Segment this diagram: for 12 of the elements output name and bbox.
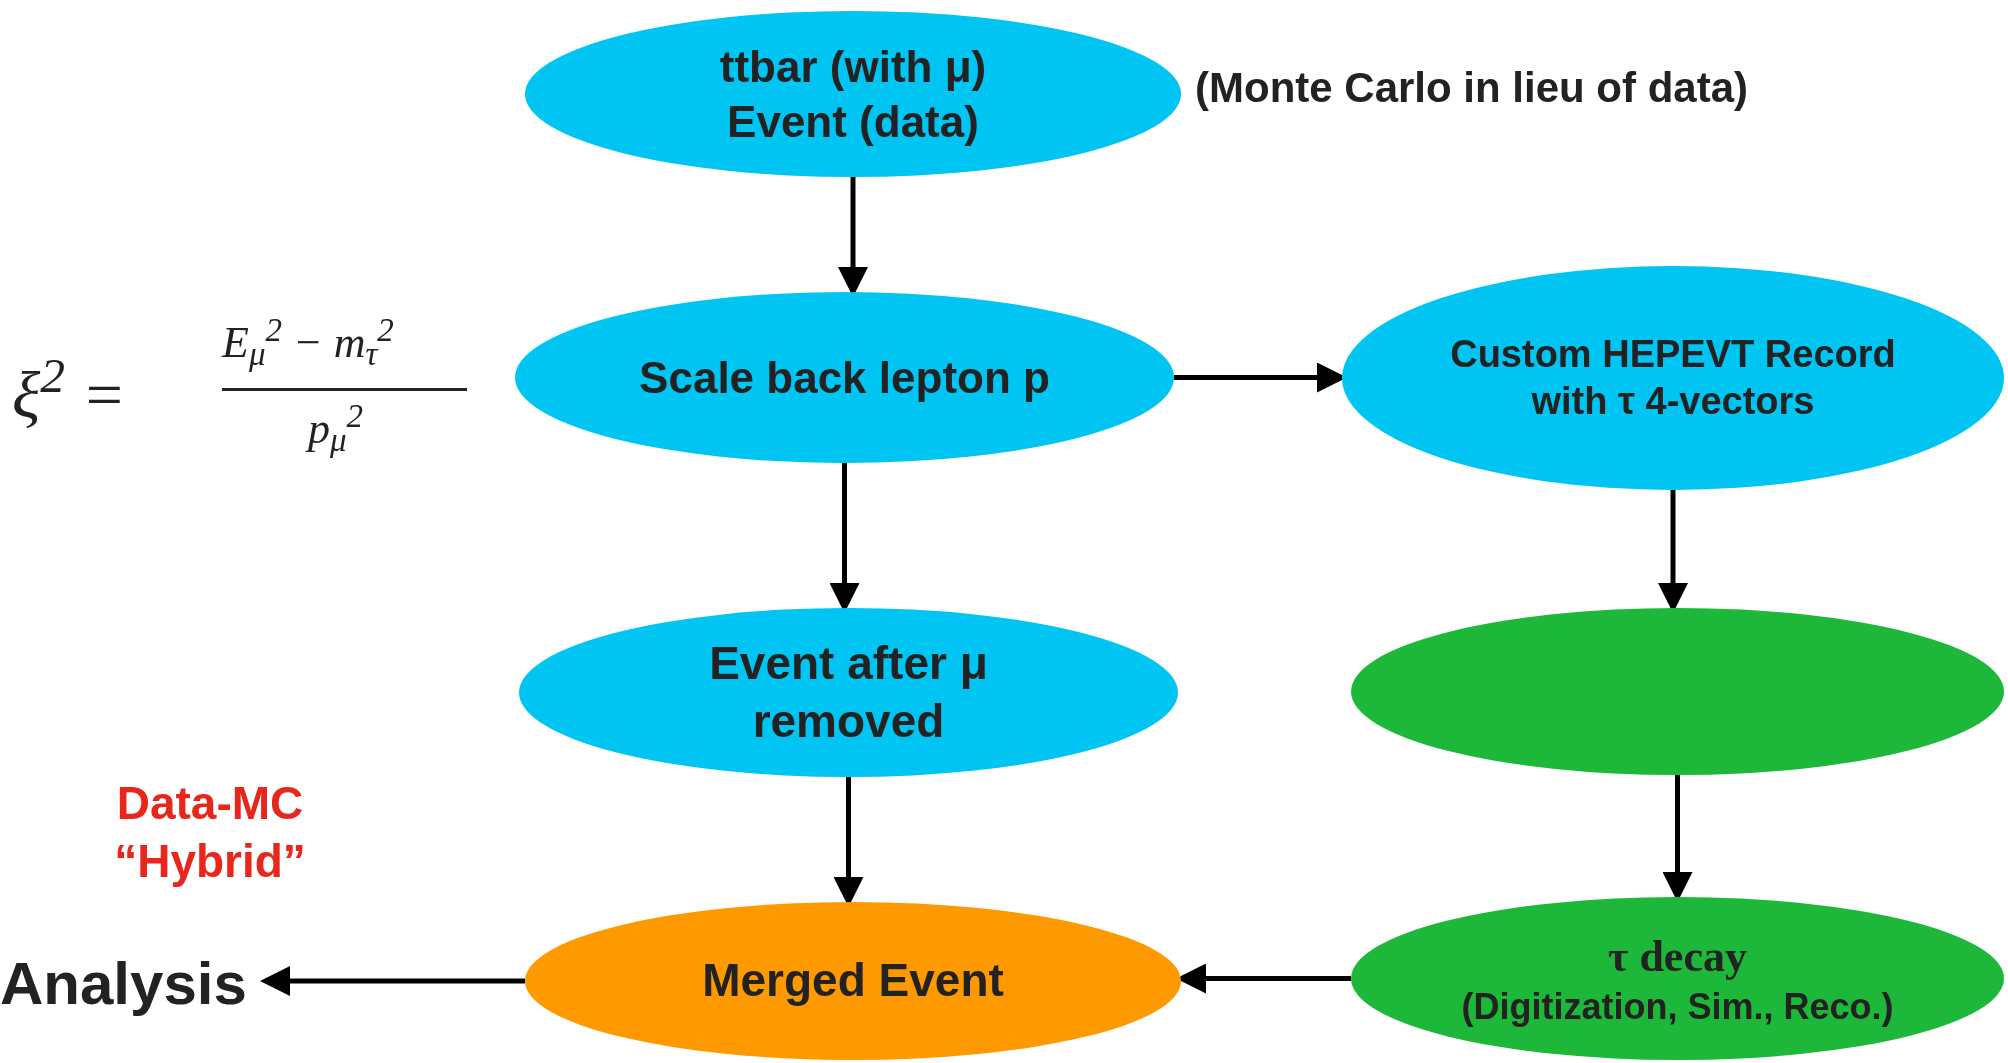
formula-lhs: ξ$^{2}$ = — [12, 347, 128, 433]
node-label: Custom HEPEVT Record with τ 4-vectors — [1449, 331, 1897, 424]
analysis-label: Analysis — [0, 948, 247, 1019]
node-label: Scale back lepton p — [639, 352, 1050, 404]
node-label: ttbar (with μ) Event (data) — [718, 41, 988, 148]
node-label: τ decay — [1608, 930, 1747, 983]
note-text: (Monte Carlo in lieu of data) — [1195, 63, 1748, 113]
node-label: (Digitization, Sim., Reco.) — [1461, 984, 1894, 1029]
arrow — [260, 966, 525, 996]
hybrid-note: Data-MC “Hybrid” — [113, 776, 307, 889]
node-label: Merged Event — [702, 953, 1004, 1009]
node-label: Event after μ removed — [708, 636, 989, 749]
